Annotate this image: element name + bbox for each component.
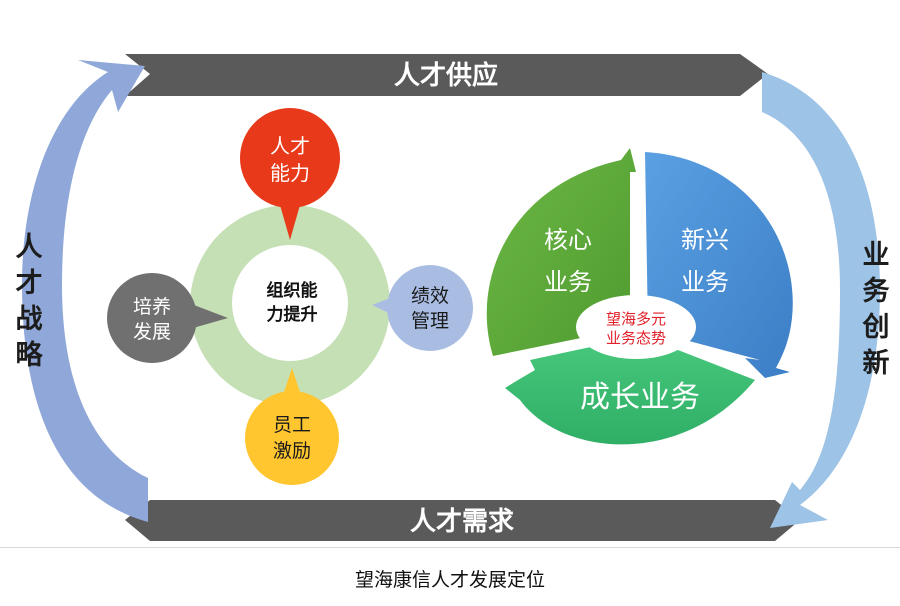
org-capability-ring: 组织能 力提升 xyxy=(190,205,390,405)
talent-ability-line1: 人才 xyxy=(270,134,310,158)
incentive-line1: 员工 xyxy=(273,414,311,436)
business-innovation-label: 业务创新 xyxy=(862,240,890,379)
talent-supply-arrow: 人才供应 xyxy=(125,54,768,96)
talent-diagram: 人才供应 人才需求 组织能 力提升 人才 能力 绩效 管理 员工 激励 xyxy=(22,54,880,541)
growth-business-segment xyxy=(505,336,755,445)
org-center-label-line1: 组织能 xyxy=(267,280,318,301)
business-center-line2: 业务态势 xyxy=(606,329,666,347)
business-center-line1: 望海多元 xyxy=(606,310,666,328)
incentive-line2: 激励 xyxy=(273,440,311,462)
performance-node: 绩效 管理 xyxy=(372,265,473,351)
business-innovation-arrow xyxy=(762,72,880,528)
performance-line1: 绩效 xyxy=(411,285,449,307)
figure-caption: 望海康信人才发展定位 xyxy=(354,569,545,591)
org-center-label-line2: 力提升 xyxy=(267,304,318,325)
talent-ability-line2: 能力 xyxy=(270,161,310,185)
emerging-business-line2: 业务 xyxy=(681,268,729,296)
training-line1: 培养 xyxy=(133,296,171,318)
core-business-line2: 业务 xyxy=(544,268,592,296)
business-cycle: 望海多元 业务态势 核心 业务 新兴 业务 成长业务 xyxy=(486,148,793,445)
training-node: 培养 发展 xyxy=(107,273,228,363)
emerging-business-line1: 新兴 xyxy=(681,226,729,254)
talent-demand-arrow: 人才需求 xyxy=(125,500,800,541)
talent-demand-label: 人才需求 xyxy=(410,507,514,537)
talent-supply-label: 人才供应 xyxy=(394,60,498,91)
talent-strategy-label: 人才战略 xyxy=(15,232,43,371)
employee-incentive-node: 员工 激励 xyxy=(245,368,339,485)
caption-divider xyxy=(0,547,900,548)
core-business-line1: 核心 xyxy=(544,226,592,254)
growth-business-label: 成长业务 xyxy=(580,380,700,415)
training-line2: 发展 xyxy=(133,321,171,343)
performance-line2: 管理 xyxy=(411,310,449,332)
talent-ability-node: 人才 能力 xyxy=(240,108,340,240)
talent-strategy-arrow xyxy=(22,60,148,522)
